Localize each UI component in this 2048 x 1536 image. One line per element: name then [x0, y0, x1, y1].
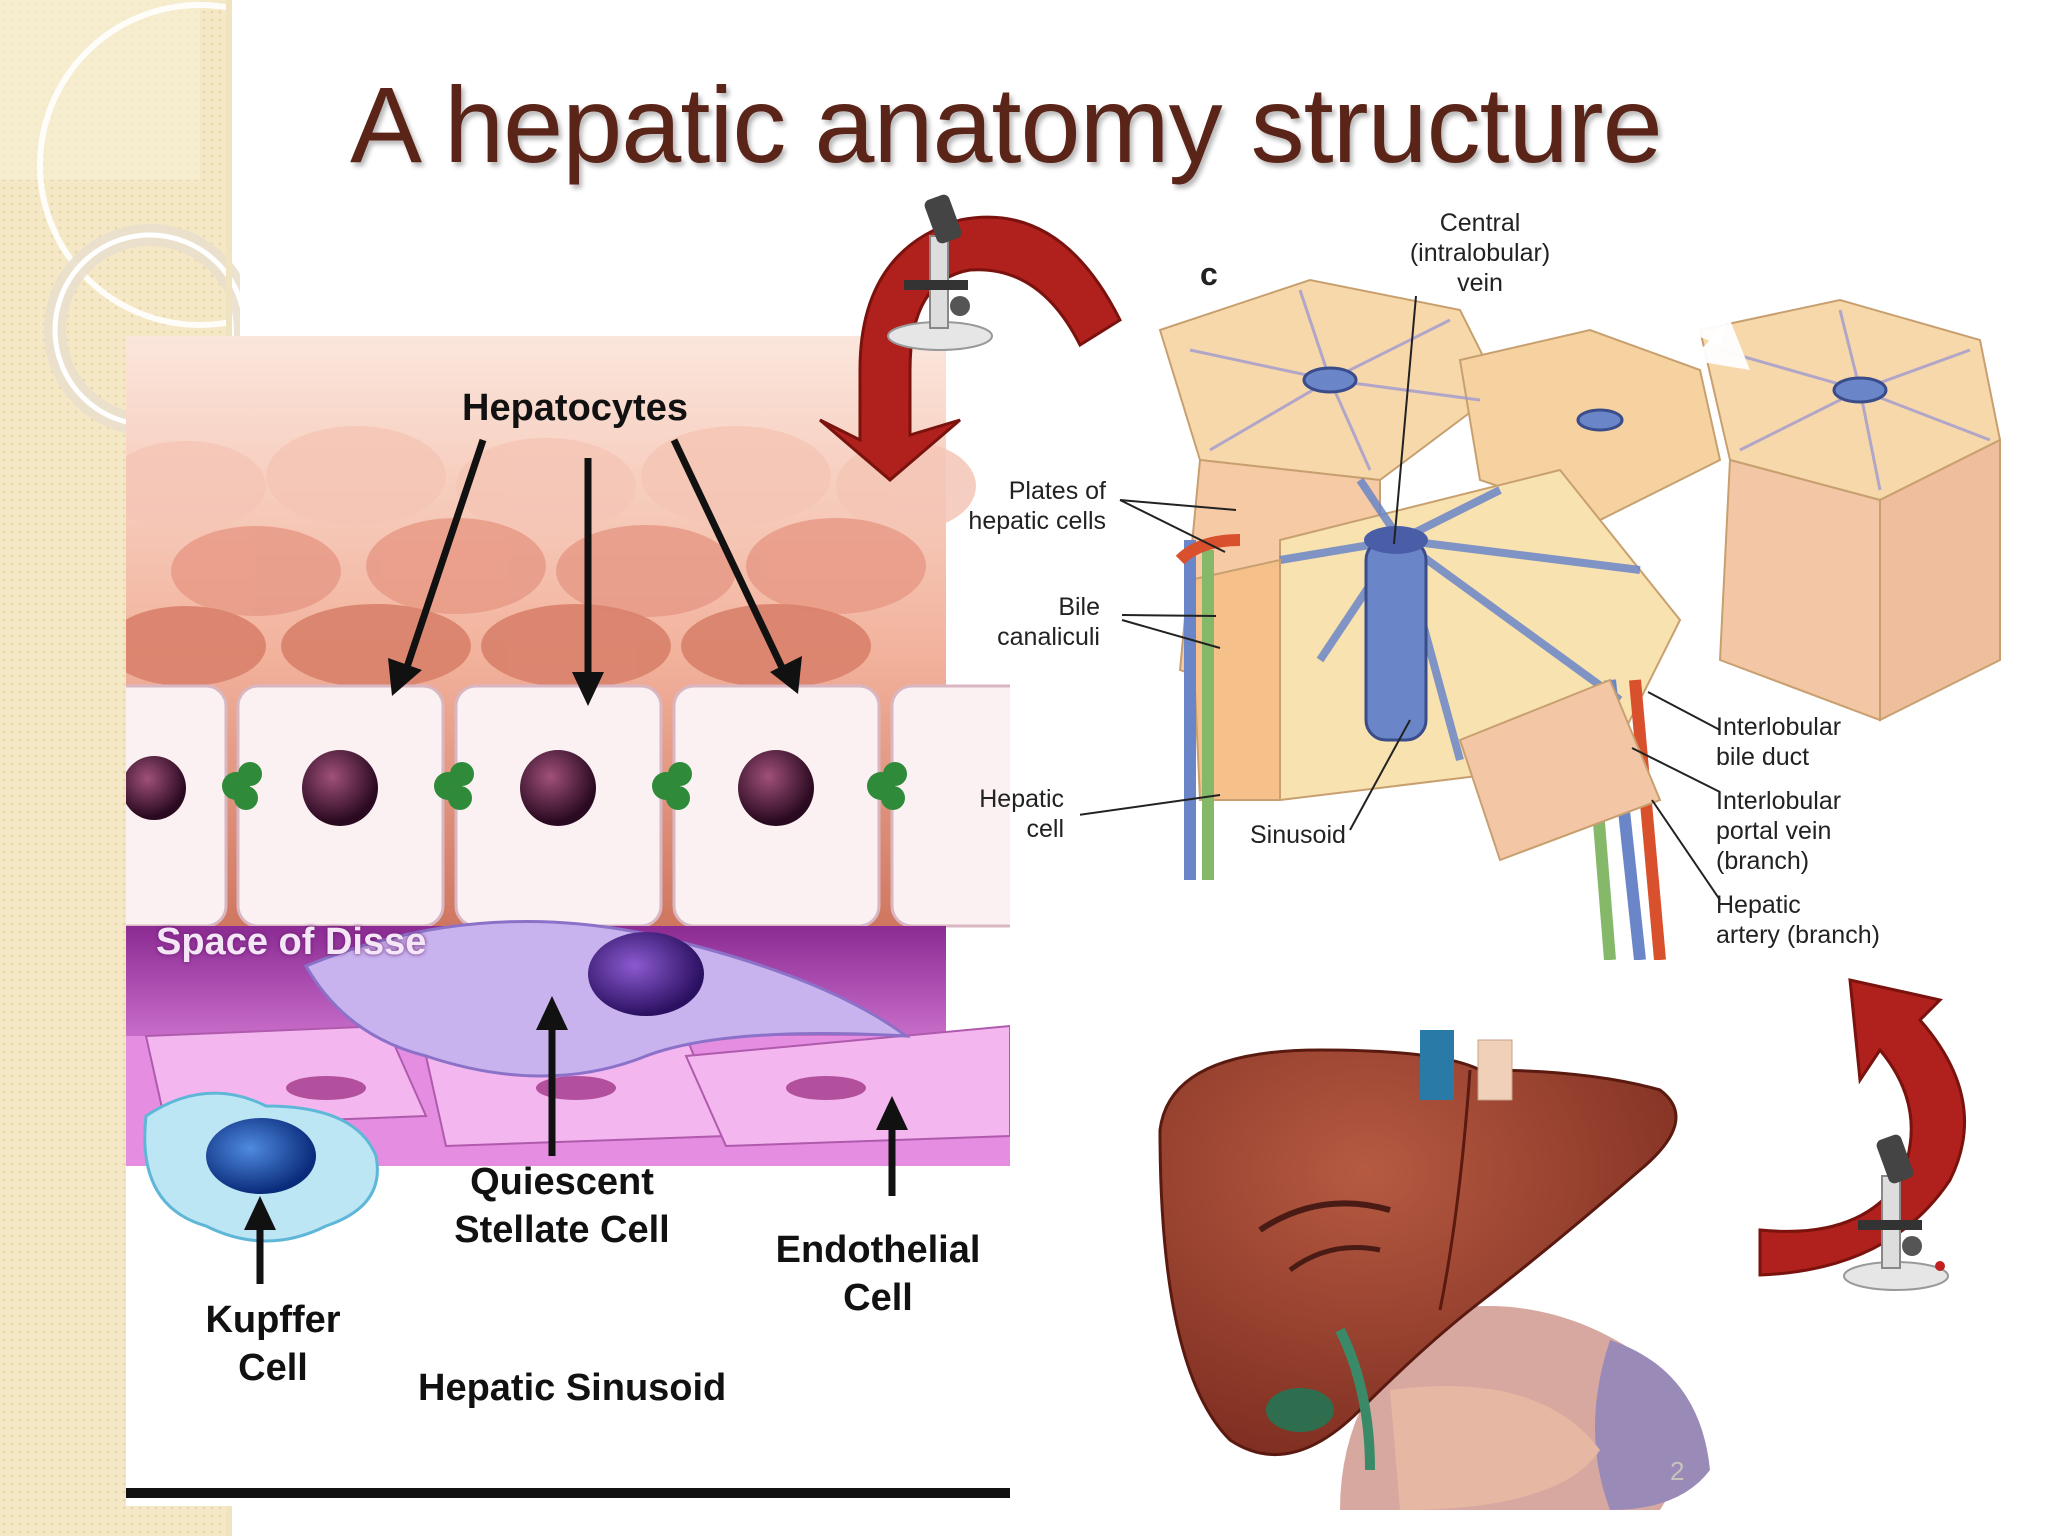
label-bile-canaliculi: Bile canaliculi: [950, 592, 1100, 652]
label-kupffer-cell: Kupffer Cell: [188, 1296, 358, 1392]
label-stellate-cell: Stellate Cell: [454, 1209, 670, 1251]
label-canaliculi: canaliculi: [997, 623, 1100, 651]
label-central-vein: Central (intralobular) vein: [1400, 208, 1560, 298]
label-interlobular-bile-duct: Interlobular bile duct: [1716, 712, 1841, 772]
label-hepatic-cell: Hepatic cell: [964, 784, 1064, 844]
label-artery-branch: artery (branch): [1716, 921, 1880, 949]
label-space-of-disse: Space of Disse: [156, 921, 427, 963]
label-hepatic-2: Hepatic: [1716, 891, 1801, 919]
label-hepatocytes: Hepatocytes: [462, 387, 688, 429]
liver-lobule-diagram: [1080, 275, 2002, 960]
label-cell: cell: [1026, 815, 1064, 843]
label-interlobular-1: Interlobular: [1716, 713, 1842, 741]
microscope-icon-bottom: [1843, 1134, 1949, 1291]
label-kupffer-cell-word: Cell: [238, 1347, 308, 1389]
label-hepatic: Hepatic: [979, 785, 1064, 813]
liver-anatomy-illustration: [1140, 1010, 1720, 1510]
label-plates-of: Plates of: [1008, 477, 1106, 505]
label-panel-letter: c: [1200, 256, 1218, 292]
label-endothelial-cell-word: Cell: [843, 1277, 913, 1319]
label-bile-duct: bile duct: [1716, 743, 1810, 771]
label-branch: (branch): [1716, 847, 1810, 875]
label-portal-vein: portal vein: [1716, 817, 1832, 845]
label-vein: vein: [1457, 269, 1503, 297]
label-quiescent: Quiescent: [470, 1161, 654, 1203]
label-sinusoid: Sinusoid: [1250, 821, 1346, 849]
page-number: 2: [1670, 1456, 1685, 1486]
curved-arrow-top: [819, 215, 1122, 482]
label-quiescent-stellate-cell: Quiescent Stellate Cell: [432, 1158, 692, 1254]
label-hepatic-artery: Hepatic artery (branch): [1716, 890, 1880, 950]
label-bile: Bile: [1058, 593, 1100, 621]
label-plates-of-hepatic-cells: Plates of hepatic cells: [966, 476, 1106, 536]
label-endothelial-cell: Endothelial Cell: [768, 1226, 988, 1322]
sinusoid-illustration: [126, 336, 1010, 1506]
label-endothelial: Endothelial: [775, 1229, 981, 1271]
label-hepatic-cells: hepatic cells: [968, 507, 1106, 535]
microscope-icon-top: [887, 194, 993, 351]
label-interlobular-portal-vein: Interlobular portal vein (branch): [1716, 786, 1841, 876]
label-hepatic-sinusoid: Hepatic Sinusoid: [418, 1367, 727, 1409]
label-interlobular-2: Interlobular: [1716, 787, 1842, 815]
slide-title: A hepatic anatomy structure: [350, 64, 1663, 185]
label-central: Central: [1439, 209, 1521, 237]
label-kupffer: Kupffer: [205, 1299, 341, 1341]
label-intralobular: (intralobular): [1409, 239, 1551, 267]
